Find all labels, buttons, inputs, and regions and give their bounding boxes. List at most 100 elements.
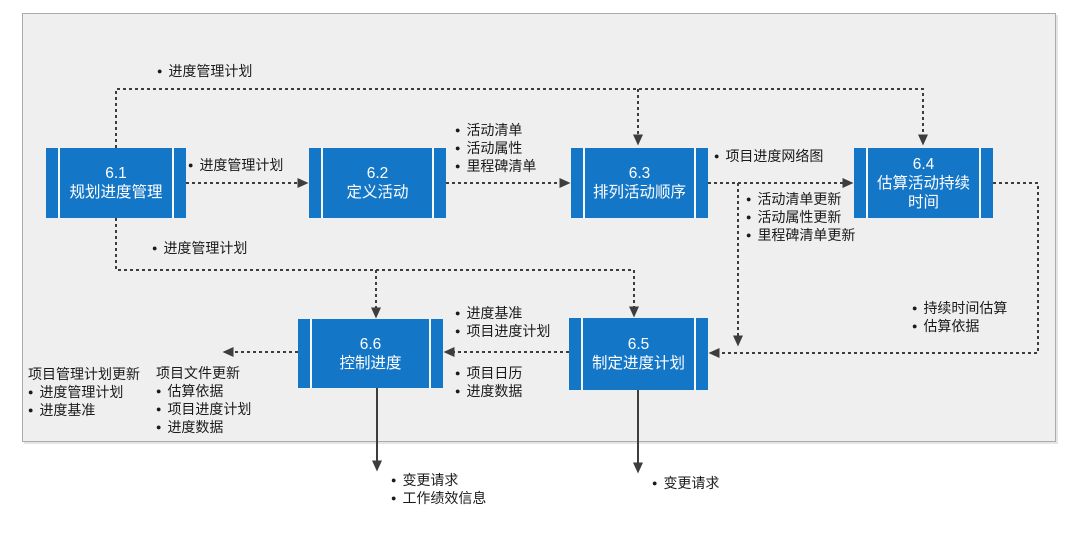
bullet-text: 估算依据 — [923, 318, 980, 334]
bullet-item: ● 工作绩效信息 — [391, 489, 486, 507]
label-inputs-66-lower: ● 项目日历 ● 进度数据 — [455, 364, 522, 400]
bullet-item: ●活动清单更新 — [746, 190, 855, 208]
bullet-text: 里程碑清单更新 — [757, 227, 856, 243]
doc-updates-list: ● 估算依据 ● 项目进度计划●进度数据 — [156, 382, 251, 436]
doc-updates-title: 项目文件更新 — [156, 365, 240, 381]
bullet-icon: ● — [455, 161, 461, 171]
bullet-item: ●项目进度网络图 — [714, 147, 823, 165]
bullet-icon: ● — [391, 493, 397, 503]
bullet-icon: ● — [28, 387, 34, 397]
label-doc-updates-group: 项目文件更新 ● 估算依据 ● 项目进度计划●进度数据 — [156, 364, 251, 436]
bullet-icon: ● — [188, 160, 194, 170]
bullet-icon: ● — [714, 151, 720, 161]
process-number: 6.4 — [912, 155, 935, 173]
bullet-text: 活动清单更新 — [757, 191, 842, 207]
bullet-item: ● 进度管理计划 — [157, 62, 252, 80]
bullet-icon: ● — [652, 478, 658, 488]
bullet-item: ● 估算依据 — [912, 317, 1007, 335]
label-schedule-mgmt-plan-top: ● 进度管理计划 — [157, 62, 252, 80]
bullet-text: 进度管理计划 — [163, 240, 248, 256]
bullet-text: 活动属性更新 — [757, 209, 842, 225]
label-updates-63: ●活动清单更新 ● 活动属性更新 ● 里程碑清单更新 — [746, 190, 855, 244]
label-output-63-network-diagram: ●项目进度网络图 — [714, 147, 823, 165]
bullet-icon: ● — [455, 386, 461, 396]
label-inputs-66-upper: ● 进度基准●项目进度计划 — [455, 304, 550, 340]
bullet-icon: ● — [912, 303, 918, 313]
bullet-item: ● 进度基准 — [455, 304, 550, 322]
bullet-item: ●进度数据 — [156, 418, 251, 436]
bullet-item: ●项目进度计划 — [455, 322, 550, 340]
bullet-item: ● 估算依据 — [156, 382, 251, 400]
bullet-item: ● 变更请求 — [391, 471, 486, 489]
bullet-text: 估算依据 — [167, 383, 224, 399]
diagram-panel — [22, 13, 1056, 442]
bullet-item: ●进度基准 — [28, 401, 140, 419]
process-number: 6.6 — [359, 335, 382, 353]
bullet-icon: ● — [455, 125, 461, 135]
bullet-icon: ● — [156, 422, 162, 432]
bullet-item: ●活动属性 — [455, 139, 536, 157]
process-name: 制定进度计划 — [591, 355, 685, 372]
bullet-item: ● 进度管理计划 — [28, 383, 140, 401]
bullet-text: 变更请求 — [402, 472, 459, 488]
label-outputs-66-bottom: ● 变更请求 ● 工作绩效信息 — [391, 471, 486, 507]
bullet-item: ● 项目日历 — [455, 364, 522, 382]
pm-plan-updates-title: 项目管理计划更新 — [28, 366, 140, 382]
connector-61-lower-loop-to-65 — [115, 218, 639, 318]
bullet-text: 变更请求 — [663, 475, 720, 491]
bullet-text: 进度基准 — [466, 305, 523, 321]
process-name: 估算活动持续时间 — [876, 174, 970, 211]
bullet-icon: ● — [912, 321, 918, 331]
process-name: 控制进度 — [339, 354, 402, 372]
process-number: 6.3 — [628, 165, 651, 182]
bullet-text: 项目日历 — [466, 365, 523, 381]
bullet-item: ● 进度数据 — [455, 382, 522, 400]
bullet-icon: ● — [391, 475, 397, 485]
bullet-text: 活动属性 — [466, 140, 523, 156]
bullet-icon: ● — [152, 243, 158, 253]
bullet-item: ● 变更请求 — [652, 474, 719, 492]
bullet-text: 项目进度计划 — [167, 401, 252, 417]
bullet-item: ● 里程碑清单 — [455, 157, 536, 175]
label-outputs-65-bottom: ● 变更请求 — [652, 474, 719, 492]
bullet-icon: ● — [157, 66, 163, 76]
process-box-6-3: 6.3 排列活动顺序 — [571, 148, 708, 218]
process-box-6-4: 6.4 估算活动持续时间 — [854, 148, 993, 218]
bullet-icon: ● — [746, 230, 752, 240]
bullet-icon: ● — [156, 386, 162, 396]
connector-top-loop-61-to-64 — [115, 88, 928, 148]
bullet-icon: ● — [455, 368, 461, 378]
bullet-text: 项目进度计划 — [466, 323, 551, 339]
bullet-text: 进度基准 — [39, 402, 96, 418]
process-box-6-6: 6.6 控制进度 — [298, 319, 443, 388]
bullet-text: 进度管理计划 — [199, 157, 284, 173]
bullet-text: 里程碑清单 — [466, 158, 537, 174]
bullet-item: ● 进度管理计划 — [188, 156, 283, 174]
bullet-text: 进度管理计划 — [168, 63, 253, 79]
bullet-text: 进度数据 — [466, 383, 523, 399]
bullet-text: 持续时间估算 — [923, 300, 1008, 316]
bullet-icon: ● — [746, 212, 752, 222]
process-number: 6.1 — [105, 165, 127, 182]
bullet-text: 工作绩效信息 — [402, 490, 487, 506]
bullet-text: 活动清单 — [466, 122, 523, 138]
bullet-icon: ● — [455, 308, 461, 318]
process-box-6-2: 6.2 定义活动 — [309, 148, 446, 218]
label-schedule-mgmt-plan-lower: ● 进度管理计划 — [152, 239, 247, 257]
bullet-item: ● 活动属性更新 — [746, 208, 855, 226]
process-number: 6.5 — [627, 336, 650, 353]
process-name: 定义活动 — [346, 184, 409, 201]
connector-64-loop-to-65 — [708, 182, 1039, 358]
bullet-text: 进度管理计划 — [39, 384, 124, 400]
label-outputs-64: ● 持续时间估算 ● 估算依据 — [912, 299, 1007, 335]
process-name: 规划进度管理 — [69, 184, 163, 201]
process-box-6-5: 6.5 制定进度计划 — [569, 318, 708, 390]
process-box-6-1: 6.1 规划进度管理 — [46, 148, 186, 218]
bullet-item: ● 进度管理计划 — [152, 239, 247, 257]
label-outputs-62: ● 活动清单●活动属性 ● 里程碑清单 — [455, 121, 536, 175]
bullet-icon: ● — [156, 404, 162, 414]
bullet-item: ● 里程碑清单更新 — [746, 226, 855, 244]
bullet-item: ● 项目进度计划 — [156, 400, 251, 418]
